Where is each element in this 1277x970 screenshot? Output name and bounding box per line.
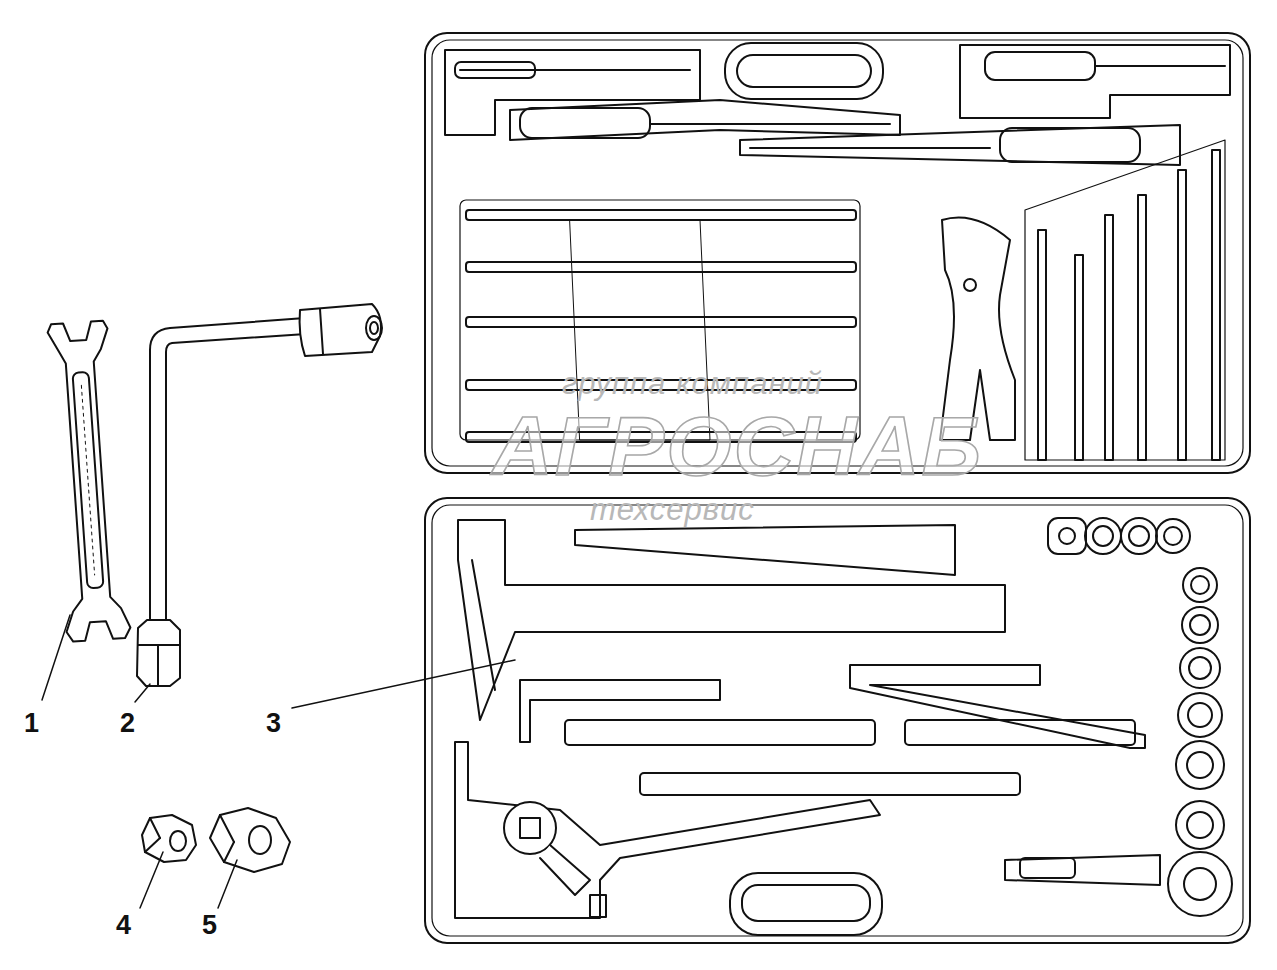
nut bbox=[210, 808, 290, 872]
socket-set bbox=[1048, 518, 1232, 916]
callout-number: 2 bbox=[118, 710, 137, 737]
watermark-text: группа компаний bbox=[562, 368, 823, 399]
tool-case-base bbox=[425, 498, 1250, 943]
callout-number: 5 bbox=[200, 912, 219, 939]
callout-number: 3 bbox=[264, 710, 283, 737]
socket-l-wrench bbox=[137, 304, 382, 686]
nut bbox=[142, 815, 196, 862]
callout-number: 1 bbox=[22, 710, 41, 737]
watermark-text: техсервис bbox=[590, 494, 755, 525]
leader-line bbox=[42, 615, 515, 908]
callout-number: 4 bbox=[114, 912, 133, 939]
open-end-wrench bbox=[45, 320, 131, 642]
watermark-text: АГРОСНАБ bbox=[492, 404, 983, 488]
